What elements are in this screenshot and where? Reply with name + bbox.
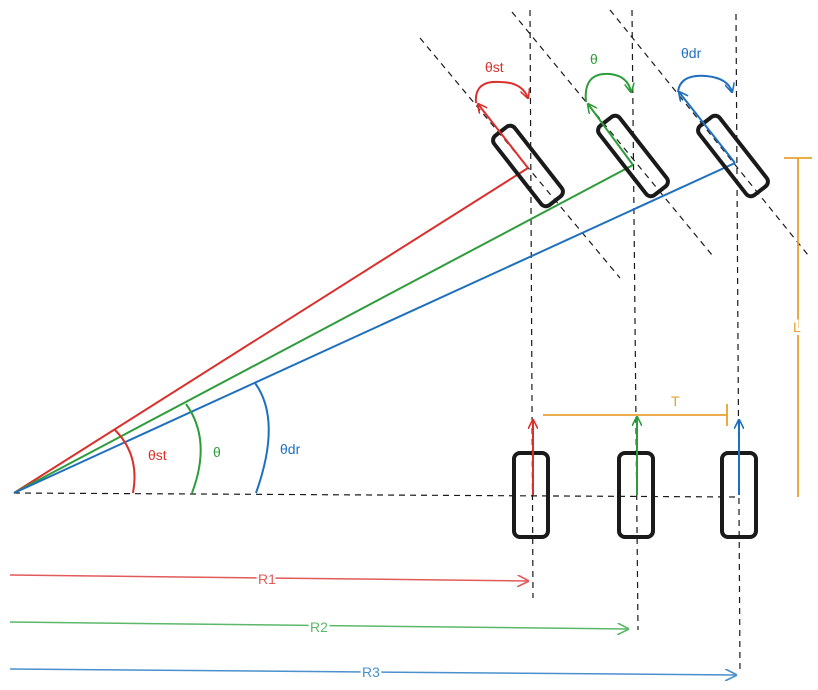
label-theta-center: θ	[213, 444, 221, 460]
rear-wheel-1	[512, 451, 550, 539]
heading-arrow-drive	[679, 92, 736, 164]
label-R3: R3	[362, 664, 380, 680]
track-dimension	[543, 404, 728, 426]
heading-arrow-mean	[588, 104, 634, 166]
radius-line-drive	[13, 162, 736, 494]
radius-arrow-r2	[9, 621, 628, 629]
label-theta-dr-front: θdr	[681, 45, 702, 61]
label-theta-st-center: θst	[148, 447, 167, 463]
rear-heading-arrows	[533, 417, 739, 495]
front-wheel-mean	[596, 113, 670, 199]
front-heading-arrows	[478, 92, 736, 169]
radius-arrows	[9, 574, 736, 675]
rear-wheels	[512, 451, 758, 539]
construction-lines	[13, 9, 809, 673]
label-theta-front: θ	[590, 51, 598, 67]
arc-theta-dr	[254, 382, 270, 494]
arc-theta	[185, 403, 202, 494]
label-track-T: T	[671, 393, 680, 409]
vertical-dashed-1	[529, 9, 534, 599]
vertical-dashed-3	[735, 13, 741, 673]
wheel-axis-dashed-3	[609, 9, 809, 256]
front-wheels	[491, 113, 770, 209]
radial-lines	[13, 162, 736, 494]
heading-arrow-steer	[478, 104, 529, 169]
wheel-axis-dashed-2	[511, 11, 713, 256]
front-angle-arrows	[474, 72, 732, 104]
radius-arrow-r3	[9, 668, 736, 675]
wheelbase-dimension	[784, 157, 812, 497]
curved-arrow-theta-dr	[677, 74, 732, 92]
radius-line-mean	[13, 164, 634, 494]
curved-arrow-theta	[584, 72, 631, 103]
label-theta-st-front: θst	[485, 59, 504, 75]
arc-theta-st	[114, 429, 136, 494]
angle-arcs	[114, 382, 270, 494]
label-theta-dr-center: θdr	[280, 441, 301, 457]
label-R2: R2	[310, 619, 328, 635]
radius-arrow-r1	[9, 574, 528, 581]
label-wheelbase-L: L	[793, 319, 801, 335]
baseline-dashed	[13, 492, 741, 498]
label-R1: R1	[258, 571, 276, 587]
radius-line-steer	[13, 167, 529, 494]
vertical-dashed-2	[631, 9, 639, 631]
labels: θst θ θdr θst θ θdr T L R1 R2 R3	[148, 45, 804, 683]
front-wheel-steer	[491, 123, 565, 209]
curved-arrow-theta-st	[474, 80, 528, 104]
front-wheel-drive	[696, 113, 770, 199]
